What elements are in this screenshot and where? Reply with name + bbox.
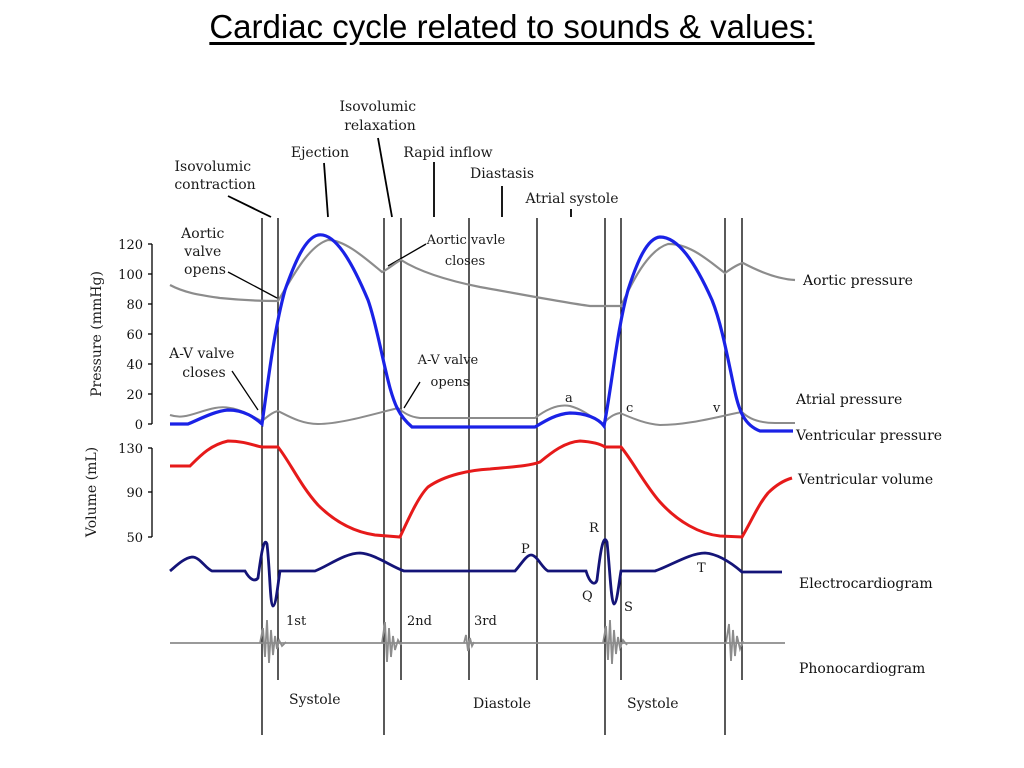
period-systole-1: Systole: [289, 692, 341, 708]
phonocardiogram: [170, 619, 785, 665]
volume-tick-130: 130: [118, 442, 143, 457]
period-systole-2: Systole: [627, 696, 679, 712]
label-rapid-inflow: Rapid inflow: [403, 145, 492, 161]
sound-third: 3rd: [474, 614, 497, 629]
wave-q: Q: [582, 589, 593, 604]
wave-a: a: [565, 391, 573, 406]
pressure-tick-20: 20: [126, 388, 143, 403]
volume-axis-label: Volume (mL): [84, 447, 100, 538]
label-ejection: Ejection: [291, 145, 349, 161]
pressure-tick-40: 40: [126, 358, 143, 373]
phono-first-sound-2: [602, 619, 628, 665]
volume-tick-90: 90: [126, 486, 143, 501]
pressure-tick-80: 80: [126, 298, 143, 313]
wave-t: T: [697, 561, 706, 576]
label-atrial-pressure: Atrial pressure: [795, 392, 902, 408]
label-av-valve-opens: A-V valve opens: [417, 353, 483, 390]
phase-boundaries: [261, 218, 743, 735]
pressure-axis-label: Pressure (mmHg): [89, 271, 105, 397]
label-ventricular-volume: Ventricular volume: [797, 472, 933, 488]
wave-c: c: [626, 401, 633, 416]
volume-tick-50: 50: [126, 531, 143, 546]
label-aortic-valve-opens: Aortic valve opens: [180, 226, 229, 278]
label-ventricular-pressure: Ventricular pressure: [795, 428, 942, 444]
phono-second-sound-1: [381, 621, 402, 663]
slide-title: Cardiac cycle related to sounds & values…: [209, 8, 815, 45]
wave-p: P: [521, 542, 530, 557]
phono-first-sound-1: [259, 619, 287, 664]
ventricular-volume-curve: [170, 439, 793, 539]
pressure-tick-0: 0: [135, 418, 143, 433]
sound-second: 2nd: [407, 614, 432, 629]
wave-r: R: [589, 521, 600, 536]
period-diastole: Diastole: [473, 696, 531, 712]
label-atrial-systole: Atrial systole: [524, 191, 618, 207]
label-aortic-pressure: Aortic pressure: [802, 273, 913, 289]
pressure-tick-100: 100: [118, 268, 143, 283]
label-electrocardiogram: Electrocardiogram: [799, 576, 933, 592]
label-av-valve-closes: A-V valve closes: [168, 346, 239, 381]
volume-axis: [148, 447, 153, 538]
pressure-tick-120: 120: [118, 238, 143, 253]
label-isovolumic-relaxation: Isovolumic relaxation: [339, 99, 420, 134]
ecg-curve: [169, 538, 782, 608]
pressure-tick-60: 60: [126, 328, 143, 343]
label-aortic-valve-closes: Aortic vavle closes: [426, 233, 510, 269]
phase-pointers: [227, 137, 572, 411]
sound-first: 1st: [286, 614, 307, 629]
wave-v: v: [712, 401, 721, 416]
wave-s: S: [624, 600, 633, 615]
phono-second-sound-2: [725, 623, 744, 662]
phono-third-sound: [463, 634, 475, 652]
label-phonocardiogram: Phonocardiogram: [799, 661, 925, 677]
label-diastasis: Diastasis: [470, 166, 534, 182]
pressure-axis: [148, 243, 153, 425]
label-isovolumic-contraction: Isovolumic contraction: [174, 159, 255, 193]
ventricular-pressure-curve: [170, 233, 793, 433]
aortic-pressure-curve: [169, 238, 796, 308]
